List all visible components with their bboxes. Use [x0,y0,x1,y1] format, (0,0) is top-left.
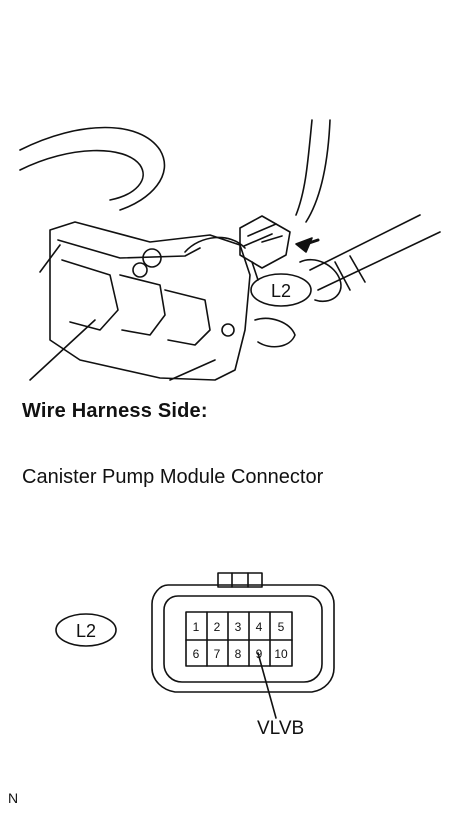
section-heading: Wire Harness Side: [22,400,208,422]
pin-4: 4 [256,620,263,634]
hose-top-left [19,126,166,211]
leader-lines [29,244,216,381]
wire-harness-connector [239,119,331,269]
pointer-arrow-icon [295,237,313,253]
front-view-connector [151,572,335,719]
pin-2: 2 [214,620,221,634]
figure-code: N [8,790,19,806]
pin-9: 9 [256,647,263,661]
pin-3: 3 [235,620,242,634]
pin-5: 5 [278,620,285,634]
pin-1: 1 [193,620,200,634]
pin-6: 6 [193,647,200,661]
pin-8: 8 [235,647,242,661]
pump-module-body [49,221,296,381]
connector-callout-front [55,613,117,647]
pin-signal-label: VLVB [257,718,305,739]
pin-10: 10 [274,647,288,661]
callout-label-front: L2 [76,621,96,641]
connector-title: Canister Pump Module Connector [22,466,324,488]
hose-right [299,214,441,302]
connector-callout-top [250,273,312,307]
callout-label-top: L2 [271,281,291,301]
pin-7: 7 [214,647,221,661]
